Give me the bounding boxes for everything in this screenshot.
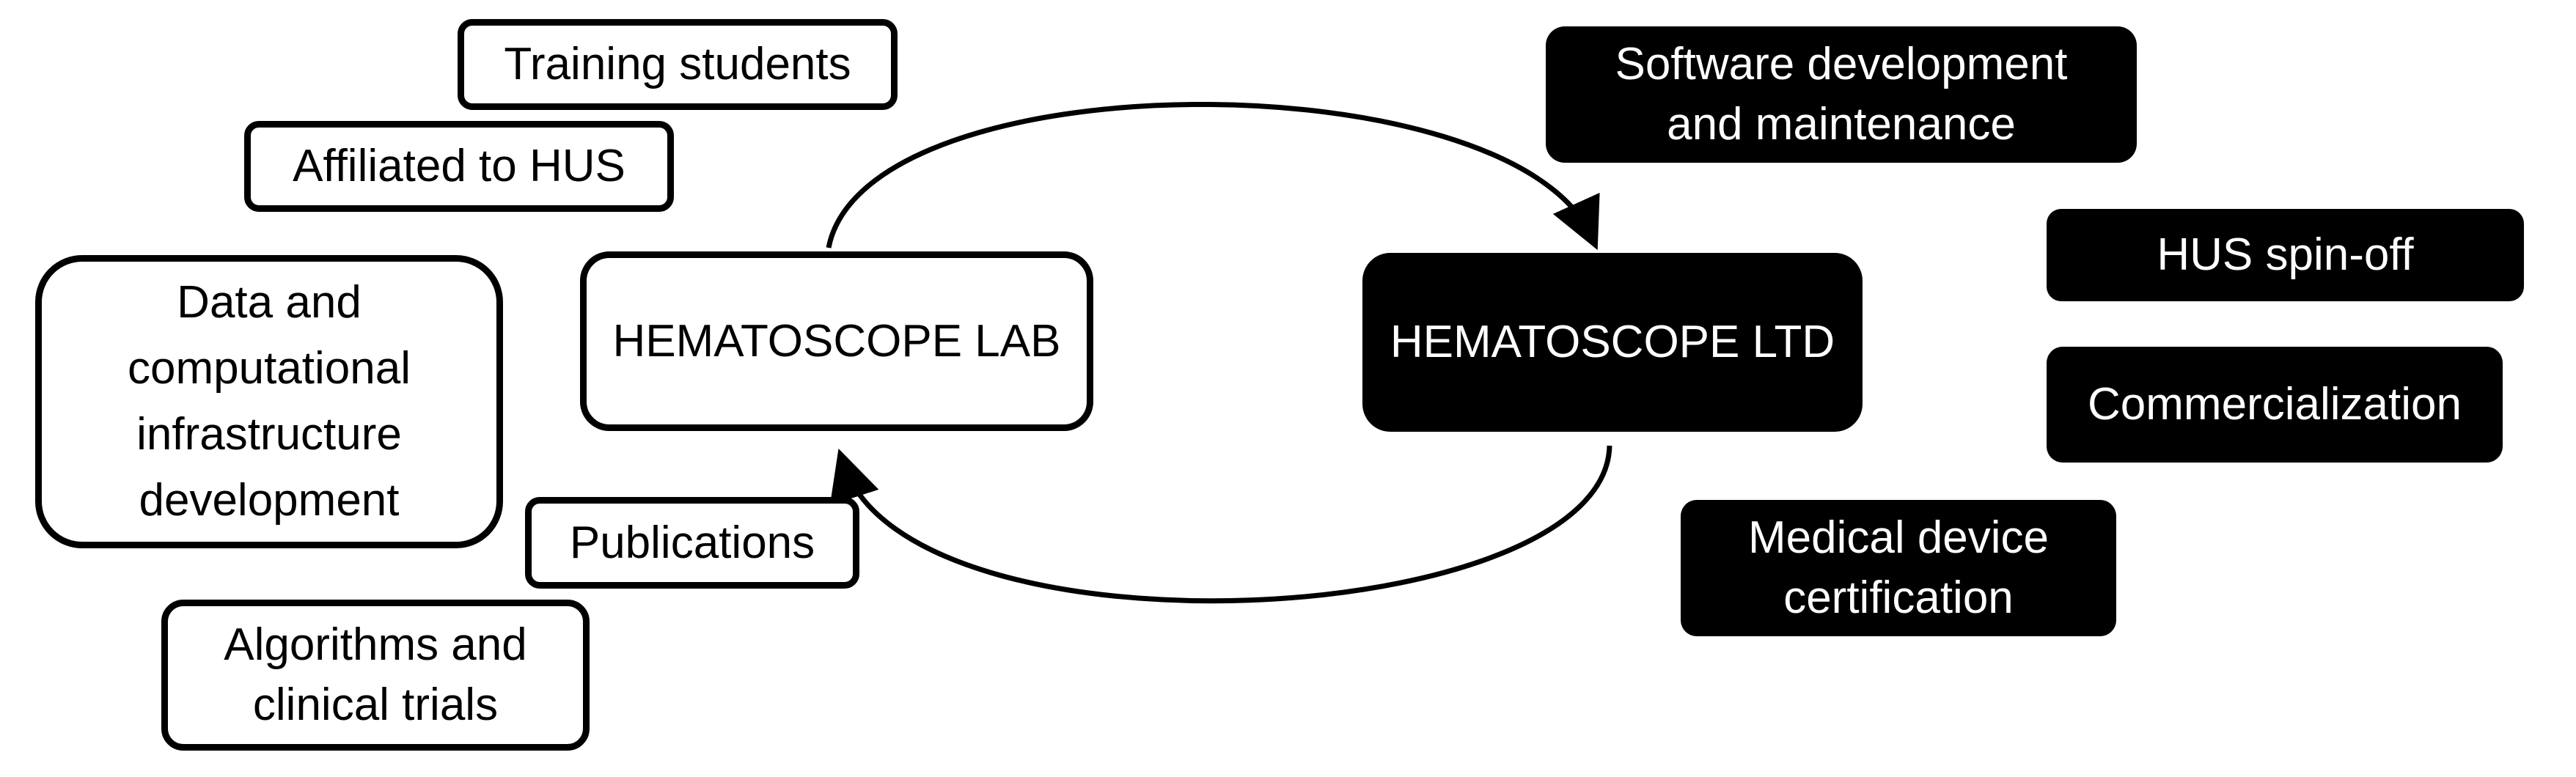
training-students-box: Training students [458,19,898,110]
arrow-ltd-to-lab [829,445,1612,604]
software-line-2: and maintenance [1667,99,2016,150]
hus-spin-off-label: HUS spin-off [2157,229,2414,281]
arrow-lab-to-ltd [826,102,1600,251]
affiliated-to-hus-label: Affiliated to HUS [293,141,625,192]
software-development-text: Software development and maintenance [1615,34,2068,155]
software-development-box: Software development and maintenance [1546,26,2137,163]
hematoscope-ltd-title: HEMATOSCOPE LTD [1390,317,1835,368]
data-infrastructure-line-3: infrastructure [136,409,402,460]
publications-box: Publications [525,497,859,589]
data-infrastructure-text: Data and computational infrastructure de… [128,270,411,534]
software-line-1: Software development [1615,39,2068,90]
algorithms-line-2: clinical trials [252,680,499,730]
algorithms-clinical-trials-text: Algorithms and clinical trials [224,615,527,735]
commercialization-label: Commercialization [2088,379,2462,430]
commercialization-box: Commercialization [2047,347,2503,463]
hematoscope-lab-title: HEMATOSCOPE LAB [612,315,1061,367]
medical-device-certification-box: Medical device certification [1681,500,2116,636]
certification-line-1: Medical device [1747,512,2050,564]
certification-line-2: certification [1783,572,2014,623]
data-infrastructure-line-2: computational [127,343,411,394]
data-infrastructure-line-4: development [139,474,400,526]
data-infrastructure-box: Data and computational infrastructure de… [35,255,503,548]
publications-label: Publications [569,517,815,568]
hematoscope-ltd-box: HEMATOSCOPE LTD [1362,253,1863,432]
data-infrastructure-line-1: Data and [177,277,362,328]
algorithms-line-1: Algorithms and [224,619,527,671]
algorithms-clinical-trials-box: Algorithms and clinical trials [161,600,590,751]
hus-spin-off-box: HUS spin-off [2047,209,2524,301]
affiliated-to-hus-box: Affiliated to HUS [244,121,674,212]
training-students-label: Training students [504,39,851,90]
medical-device-certification-text: Medical device certification [1748,508,2049,628]
hematoscope-lab-box: HEMATOSCOPE LAB [580,251,1093,431]
